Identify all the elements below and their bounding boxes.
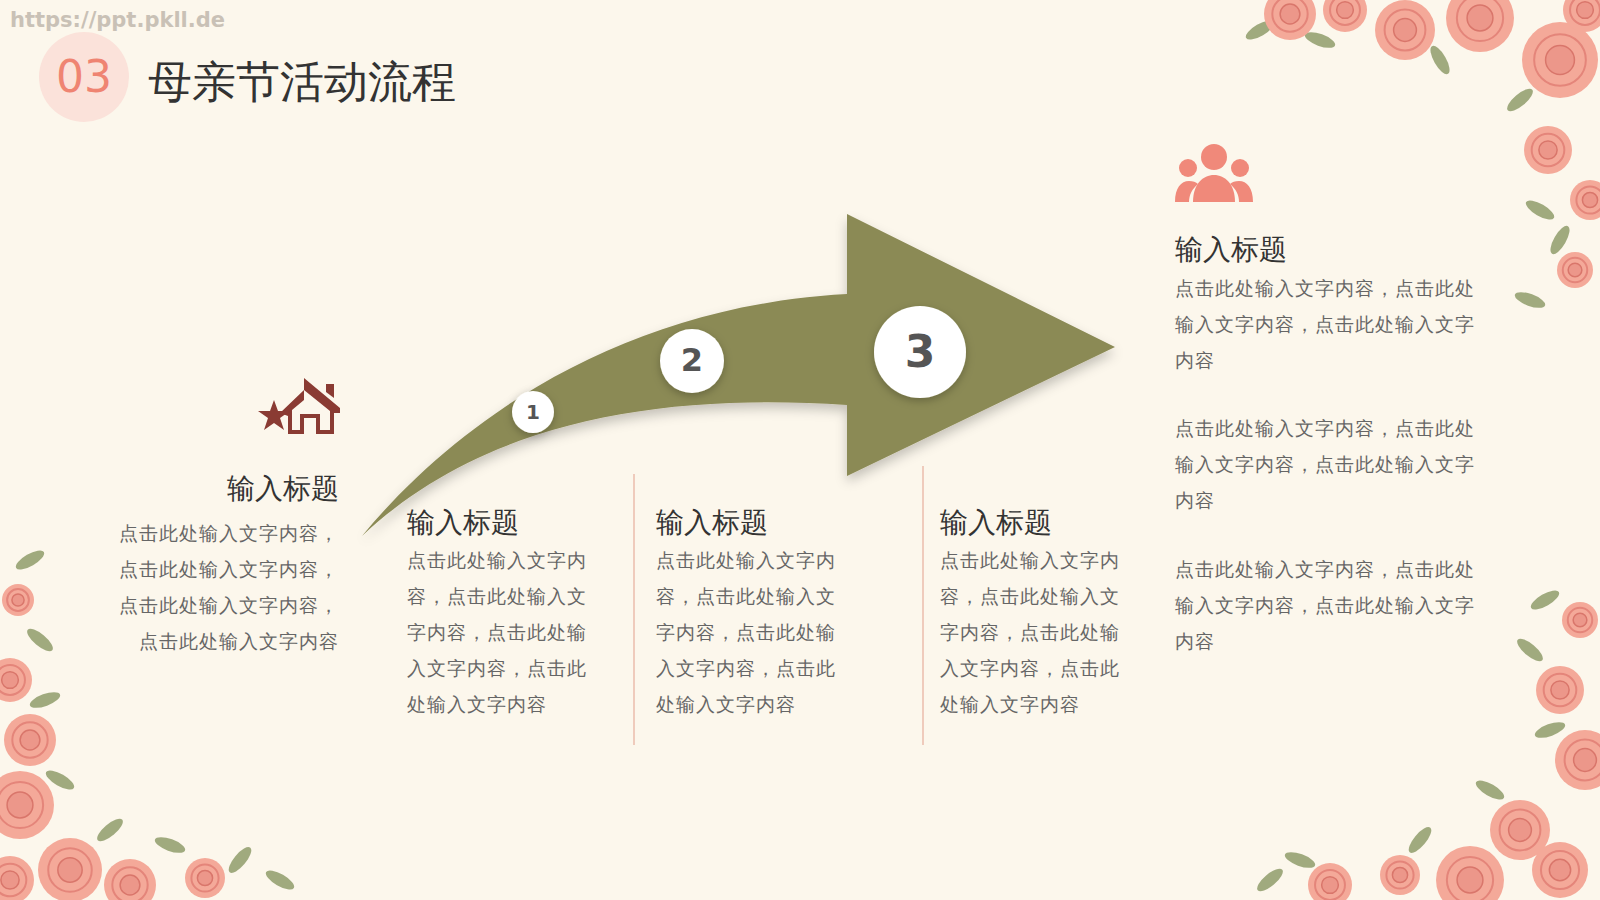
- flow-arrow: [362, 214, 1115, 536]
- rose: [1563, 0, 1600, 32]
- rose: [1380, 855, 1420, 895]
- item-text: 点击此处输入文字内容，点击此处输入文字内容，点击此处输入文字内容: [1175, 410, 1481, 518]
- people-icon: [1175, 144, 1253, 202]
- leaf: [1514, 635, 1546, 665]
- leaf: [1405, 824, 1435, 856]
- item-text: 点击此处输入文字内容，点击此处输入文字内容，点击此处输入文字内容，点击此处输入文…: [940, 542, 1126, 722]
- circle-outline: [39, 32, 129, 122]
- step-circle: 3: [873, 305, 967, 399]
- rose: [1264, 0, 1316, 40]
- rose: [0, 771, 54, 839]
- step-number: 2: [659, 343, 725, 378]
- section-number: 03: [38, 31, 130, 123]
- item-text: 点击此处输入文字内容，点击此处输入文字内容，点击此处输入文字内容: [1175, 551, 1481, 659]
- leaf: [13, 547, 47, 573]
- leaf: [1528, 587, 1562, 613]
- rose: [1323, 0, 1367, 32]
- column-divider: [922, 466, 924, 745]
- leaf: [1427, 43, 1453, 77]
- leaf: [1523, 197, 1557, 223]
- leaf: [1473, 777, 1507, 803]
- rose: [38, 838, 102, 900]
- item-text: 点击此处输入文字内容，点击此处输入文字内容，点击此处输入文字内容，点击此处输入文…: [115, 515, 339, 659]
- leaf: [1504, 85, 1536, 115]
- rose: [1562, 602, 1598, 638]
- rose: [1522, 22, 1598, 98]
- item-text: 点击此处输入文字内容，点击此处输入文字内容，点击此处输入文字内容，点击此处输入文…: [656, 542, 842, 722]
- step-number: 1: [511, 401, 555, 423]
- rose: [1375, 0, 1435, 60]
- leaf: [1254, 865, 1286, 895]
- step-number: 03: [38, 53, 130, 101]
- rose: [1524, 126, 1572, 174]
- rose: [185, 858, 225, 898]
- leaf: [1533, 719, 1567, 741]
- item-title: 输入标题: [227, 471, 339, 507]
- leaf: [1283, 849, 1317, 871]
- step-number: 3: [873, 328, 967, 376]
- step-circle: 1: [511, 390, 555, 434]
- leaf: [1547, 223, 1573, 257]
- watermark: https://ppt.pkll.de: [10, 8, 225, 32]
- rose: [104, 859, 156, 900]
- circle-outline: [512, 391, 554, 433]
- rose: [1436, 846, 1504, 900]
- home-icon: [258, 378, 340, 434]
- slide-title: 母亲节活动流程: [148, 54, 456, 110]
- rose: [2, 584, 34, 616]
- rose: [1308, 863, 1352, 900]
- leaf: [24, 625, 56, 655]
- leaf: [28, 689, 62, 711]
- item-title: 输入标题: [940, 505, 1052, 541]
- item-title: 输入标题: [1175, 232, 1287, 268]
- circle-outline: [660, 329, 724, 393]
- item-title: 输入标题: [656, 505, 768, 541]
- item-text: 点击此处输入文字内容，点击此处输入文字内容，点击此处输入文字内容，点击此处输入文…: [407, 542, 593, 722]
- rose: [1446, 0, 1514, 52]
- leaf: [225, 844, 255, 876]
- leaf: [94, 815, 126, 845]
- leaf: [263, 867, 297, 893]
- rose: [0, 856, 34, 900]
- rose: [0, 658, 32, 702]
- column-divider: [633, 474, 635, 745]
- leaf: [1513, 289, 1547, 311]
- rose: [1570, 180, 1600, 220]
- rose: [1557, 252, 1593, 288]
- leaf: [153, 834, 187, 856]
- rose: [1555, 730, 1600, 790]
- rose: [1532, 842, 1588, 898]
- circle-outline: [874, 306, 966, 398]
- rose: [4, 714, 56, 766]
- rose: [1536, 666, 1584, 714]
- item-title: 输入标题: [407, 505, 519, 541]
- item-text: 点击此处输入文字内容，点击此处输入文字内容，点击此处输入文字内容: [1175, 270, 1481, 378]
- step-circle: 2: [659, 328, 725, 394]
